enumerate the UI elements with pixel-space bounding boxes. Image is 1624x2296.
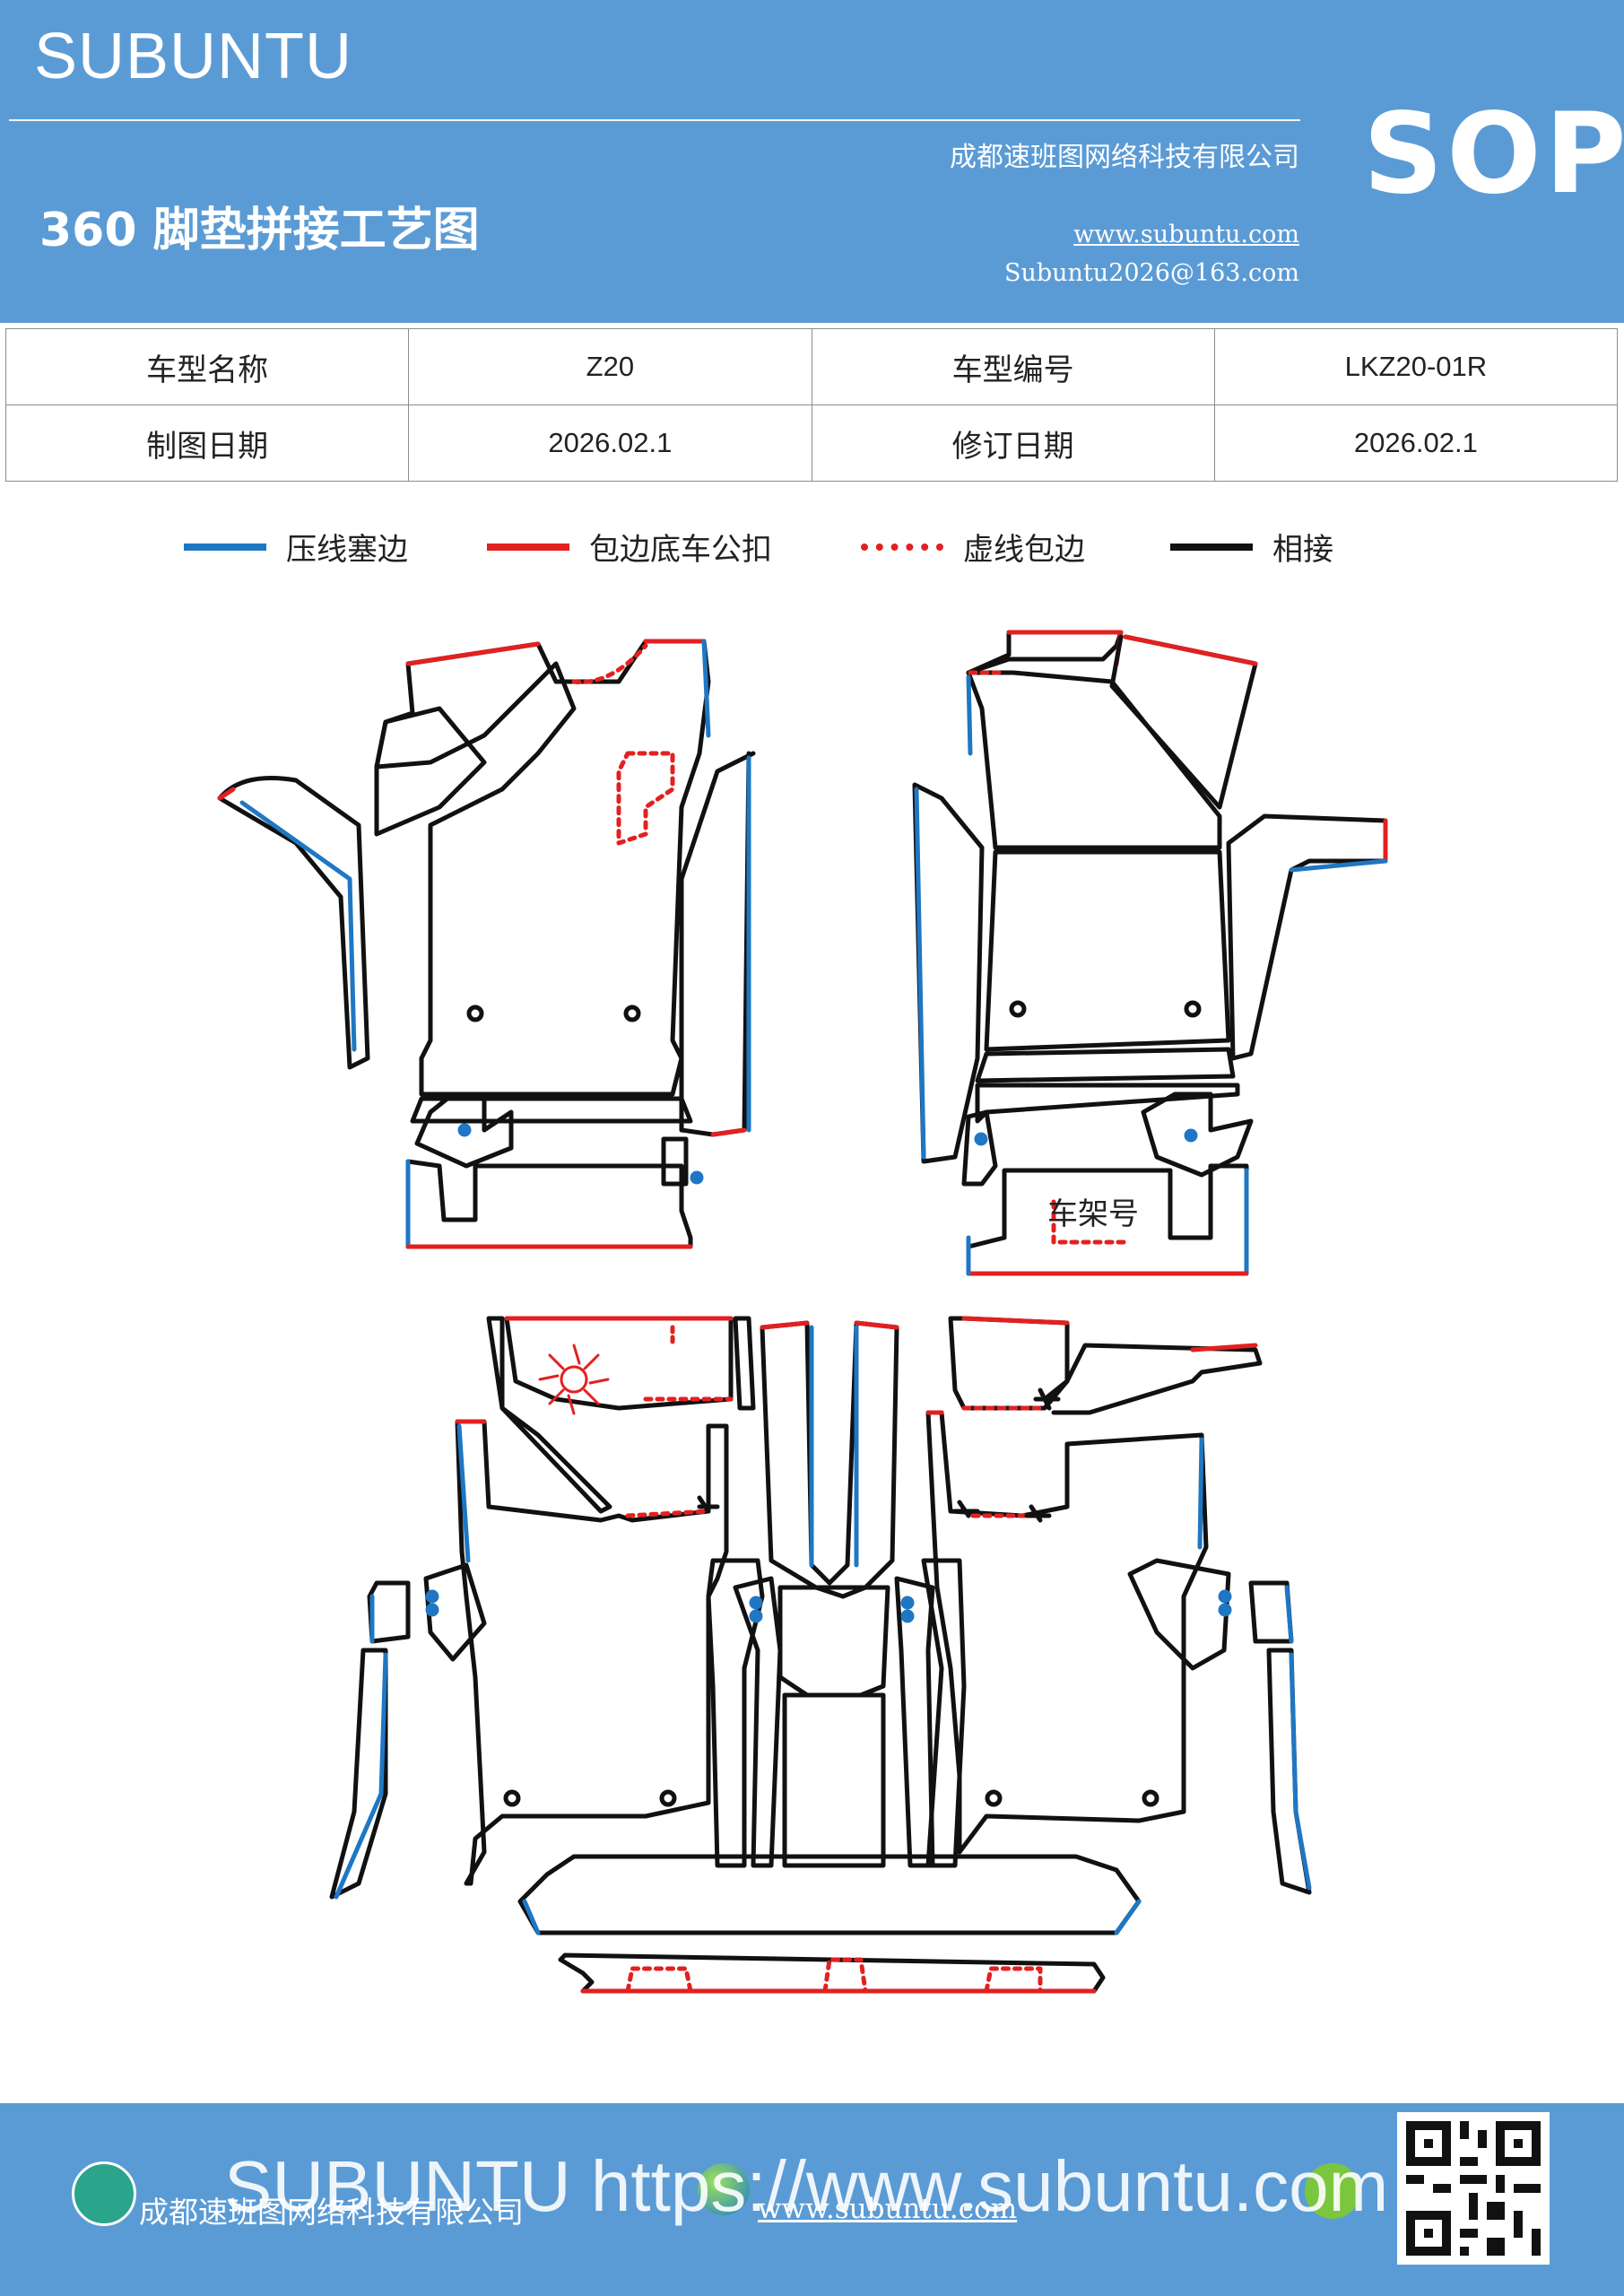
legend-item-blue: 压线塞边 — [184, 525, 408, 569]
mat-front-left — [217, 639, 756, 1249]
document-title: 360 脚垫拼接工艺图 — [39, 204, 480, 257]
legend-item-black: 相接 — [1170, 525, 1333, 569]
table-row: 车型名称 Z20 车型编号 LKZ20-01R — [4, 328, 1619, 405]
legend-item-red-dotted: 虚线包边 — [861, 525, 1085, 569]
company-name: 成都速班图网络科技有限公司 — [950, 142, 1299, 173]
mat-front-right: 车架号 — [912, 630, 1388, 1276]
legend-swatch-red-dotted — [861, 543, 943, 551]
model-code-label: 车型编号 — [811, 328, 1215, 405]
model-name-label: 车型名称 — [4, 328, 410, 405]
brand-logo-text: SUBUNTU — [34, 21, 353, 92]
sop-badge: SOP — [1363, 90, 1624, 219]
qr-code-icon — [1397, 2112, 1550, 2265]
footer-company-name: 成都速班图网络科技有限公司 — [139, 2195, 524, 2230]
floor-mat-diagram: 车架号 — [217, 630, 1388, 1994]
email-address: Subuntu2026@163.com — [1004, 259, 1299, 287]
globe-icon — [698, 2163, 750, 2215]
wechat-icon — [1305, 2163, 1360, 2219]
frame-number-label: 车架号 — [1047, 1196, 1139, 1232]
legend-swatch-black — [1170, 543, 1253, 551]
mat-rear — [329, 1316, 1312, 1994]
footer-website-link[interactable]: www.subuntu.com — [758, 2193, 1018, 2225]
legend-label: 压线塞边 — [286, 532, 408, 568]
sun-emblem — [538, 1344, 610, 1415]
draw-date-value: 2026.02.1 — [408, 404, 812, 482]
legend-swatch-blue — [184, 543, 266, 551]
revision-date-label: 修订日期 — [811, 404, 1215, 482]
qr-code — [1397, 2112, 1550, 2265]
footer-watermark: SUBUNTU https://www.subuntu.com — [224, 2146, 1389, 2226]
legend-label: 包边底车公扣 — [589, 532, 772, 568]
website-link[interactable]: www.subuntu.com — [1073, 221, 1299, 248]
draw-date-label: 制图日期 — [4, 404, 410, 482]
revision-date-value: 2026.02.1 — [1213, 404, 1619, 482]
header — [0, 0, 1624, 323]
legend-label: 虚线包边 — [963, 532, 1085, 568]
model-name-value: Z20 — [408, 328, 812, 405]
company-logo-icon — [72, 2161, 136, 2226]
legend-label: 相接 — [1272, 532, 1333, 568]
legend: 压线塞边 包边底车公扣 虚线包边 相接 — [0, 525, 1624, 578]
vehicle-info-table: 车型名称 Z20 车型编号 LKZ20-01R 制图日期 2026.02.1 修… — [4, 328, 1619, 482]
model-code-value: LKZ20-01R — [1213, 328, 1619, 405]
table-row: 制图日期 2026.02.1 修订日期 2026.02.1 — [4, 404, 1619, 482]
header-divider — [9, 119, 1300, 121]
legend-item-red: 包边底车公扣 — [487, 525, 772, 569]
legend-swatch-red — [487, 543, 569, 551]
